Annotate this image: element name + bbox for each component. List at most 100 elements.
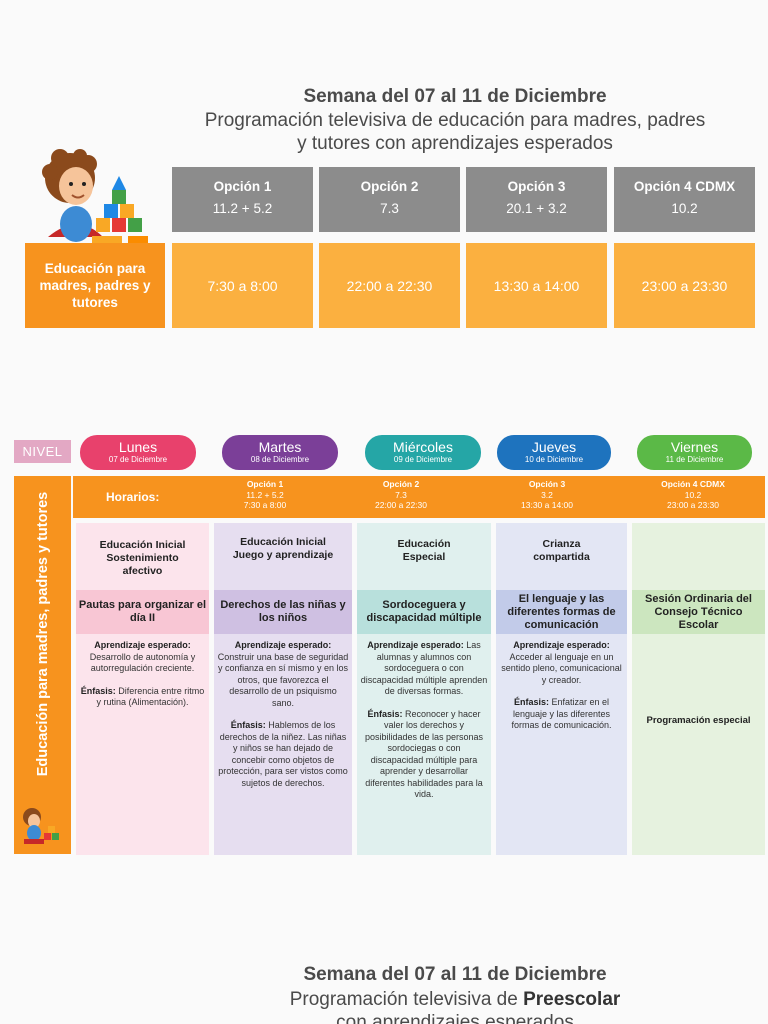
program-title-line: compartida bbox=[533, 551, 590, 563]
day-pill-viernes: Viernes 11 de Diciembre bbox=[637, 435, 752, 470]
topic-band: Sordoceguera y discapacidad múltiple bbox=[357, 590, 491, 634]
enfasis-label: Énfasis: bbox=[513, 697, 549, 707]
day-date: 07 de Diciembre bbox=[108, 455, 168, 464]
horario-option-2: Opción 2 7.3 22:00 a 22:30 bbox=[336, 479, 466, 511]
schedule-subtitle: Programación televisiva de educación par… bbox=[150, 109, 760, 155]
day-date: 10 de Diciembre bbox=[524, 455, 584, 464]
program-title-line: Especial bbox=[402, 551, 446, 563]
horario-option-4: Opción 4 CDMX 10.2 23:00 a 23:30 bbox=[628, 479, 758, 511]
enfasis-label: Énfasis: bbox=[230, 720, 266, 730]
day-name: Martes bbox=[258, 439, 302, 455]
nivel-label: NIVEL bbox=[14, 440, 71, 463]
option-2-header: Opción 2 7.3 bbox=[319, 167, 460, 232]
day-date: 09 de Diciembre bbox=[393, 455, 453, 464]
column-miercoles bbox=[357, 523, 491, 855]
week-title: Semana del 07 al 11 de Diciembre bbox=[303, 86, 607, 107]
option-2-time: 22:00 a 22:30 bbox=[319, 243, 460, 328]
day-pill-jueves: Jueves 10 de Diciembre bbox=[497, 435, 611, 470]
day-date: 08 de Diciembre bbox=[250, 455, 310, 464]
horario-option-time: 13:30 a 14:00 bbox=[521, 500, 573, 510]
subtitle-line-2: con aprendizajes esperados bbox=[336, 1012, 574, 1024]
topic-band: Pautas para organizar el día II bbox=[76, 590, 209, 634]
week-title-preescolar: Semana del 07 al 11 de Diciembre bbox=[303, 964, 607, 985]
aprendizaje-text: Acceder al lenguaje en un sentido pleno,… bbox=[501, 651, 622, 685]
subtitle-level: Preescolar bbox=[523, 989, 621, 1010]
option-1-header: Opción 1 11.2 + 5.2 bbox=[172, 167, 313, 232]
program-title-line: Sostenimiento bbox=[106, 552, 179, 564]
horario-option-name: Opción 2 bbox=[382, 479, 420, 489]
learning-description: Aprendizaje esperado: Desarrollo de auto… bbox=[76, 640, 209, 709]
horarios-bar bbox=[73, 476, 765, 518]
program-title: Educación Inicial Sostenimiento afectivo bbox=[76, 539, 209, 578]
day-name: Viernes bbox=[670, 439, 719, 455]
child-playing-blocks-small-illustration bbox=[23, 808, 59, 844]
horario-option-name: Opción 1 bbox=[246, 479, 284, 489]
option-4-header: Opción 4 CDMX 10.2 bbox=[614, 167, 755, 232]
day-date: 11 de Diciembre bbox=[665, 455, 724, 464]
program-title: Educación Especial bbox=[357, 538, 491, 564]
option-4-time: 23:00 a 23:30 bbox=[614, 243, 755, 328]
aprendizaje-text: Desarrollo de autonomía y autorregulació… bbox=[89, 651, 196, 674]
program-title: Educación Inicial Juego y aprendizaje bbox=[214, 536, 352, 562]
level-side-label: Educación para madres, padres y tutores bbox=[35, 491, 51, 777]
horarios-label: Horarios: bbox=[106, 490, 160, 504]
horario-option-channel: 7.3 bbox=[395, 489, 407, 500]
aprendizaje-text: Construir una base de seguridad y confia… bbox=[217, 651, 349, 708]
day-pill-martes: Martes 08 de Diciembre bbox=[222, 435, 338, 470]
preescolar-subtitle: Programación televisiva de Preescolar co… bbox=[150, 988, 760, 1024]
option-1-time: 7:30 a 8:00 bbox=[172, 243, 313, 328]
enfasis-text: Reconocer y hacer valer los derechos y p… bbox=[364, 708, 484, 800]
option-channel: 11.2 + 5.2 bbox=[212, 201, 273, 216]
option-name: Opción 2 bbox=[360, 179, 419, 194]
learning-description: Aprendizaje esperado: Las alumnas y alum… bbox=[357, 640, 491, 801]
program-title-line: Educación Inicial bbox=[240, 536, 326, 548]
program-title-line: Educación Inicial bbox=[99, 539, 186, 551]
subtitle-line-1: Programación televisiva de educación par… bbox=[204, 110, 706, 131]
learning-description: Aprendizaje esperado: Construir una base… bbox=[214, 640, 352, 789]
option-channel: 7.3 bbox=[380, 201, 399, 216]
topic-band: El lenguaje y las diferentes formas de c… bbox=[496, 590, 627, 634]
day-name: Lunes bbox=[118, 439, 158, 455]
column-viernes bbox=[632, 523, 765, 855]
enfasis-label: Énfasis: bbox=[367, 708, 403, 719]
day-pill-lunes: Lunes 07 de Diciembre bbox=[80, 435, 196, 470]
horario-option-1: Opción 1 11.2 + 5.2 7:30 a 8:00 bbox=[200, 479, 330, 511]
child-playing-blocks-illustration bbox=[42, 149, 148, 248]
enfasis-text: Hablemos de los derechos de la niñez. La… bbox=[218, 720, 348, 788]
option-name: Opción 4 CDMX bbox=[633, 179, 736, 194]
aprendizaje-label: Aprendizaje esperado: bbox=[94, 640, 191, 650]
option-name: Opción 1 bbox=[213, 179, 272, 194]
option-channel: 10.2 bbox=[671, 201, 698, 216]
topic-band: Sesión Ordinaria del Consejo Técnico Esc… bbox=[632, 590, 765, 634]
program-title: Crianza compartida bbox=[496, 538, 627, 564]
enfasis-label: Énfasis: bbox=[80, 685, 116, 696]
horario-option-channel: 10.2 bbox=[684, 489, 702, 500]
horario-option-time: 7:30 a 8:00 bbox=[243, 500, 287, 510]
special-programming: Programación especial bbox=[646, 715, 751, 726]
option-channel: 20.1 + 3.2 bbox=[506, 201, 567, 216]
day-pill-miercoles: Miércoles 09 de Diciembre bbox=[365, 435, 481, 470]
horario-option-channel: 11.2 + 5.2 bbox=[246, 489, 284, 500]
subtitle-line-2: y tutores con aprendizajes esperados bbox=[297, 133, 613, 154]
aprendizaje-text: Las alumnas y alumnos con sordoceguera o… bbox=[360, 640, 488, 696]
program-title-line: Juego y aprendizaje bbox=[232, 549, 334, 561]
subtitle-prefix: Programación televisiva de bbox=[289, 989, 524, 1010]
program-title-line: Crianza bbox=[542, 538, 581, 550]
option-name: Opción 3 bbox=[507, 179, 566, 194]
aprendizaje-label: Aprendizaje esperado: bbox=[367, 640, 464, 650]
enfasis-text: Enfatizar en el lenguaje y las diferente… bbox=[511, 697, 612, 730]
horario-option-channel: 3.2 bbox=[541, 489, 553, 500]
horario-option-3: Opción 3 3.2 13:30 a 14:00 bbox=[482, 479, 612, 511]
column-lunes bbox=[76, 523, 209, 855]
day-name: Jueves bbox=[531, 439, 577, 455]
horario-option-time: 23:00 a 23:30 bbox=[667, 500, 719, 510]
topic-band: Derechos de las niñas y los niños bbox=[214, 590, 352, 634]
option-3-time: 13:30 a 14:00 bbox=[466, 243, 607, 328]
aprendizaje-label: Aprendizaje esperado: bbox=[513, 640, 610, 650]
column-martes bbox=[214, 523, 352, 855]
horario-option-name: Opción 4 CDMX bbox=[661, 479, 725, 489]
learning-description: Aprendizaje esperado: Acceder al lenguaj… bbox=[496, 640, 627, 732]
level-side-bar bbox=[14, 476, 71, 854]
column-jueves bbox=[496, 523, 627, 855]
horario-option-time: 22:00 a 22:30 bbox=[375, 500, 427, 510]
